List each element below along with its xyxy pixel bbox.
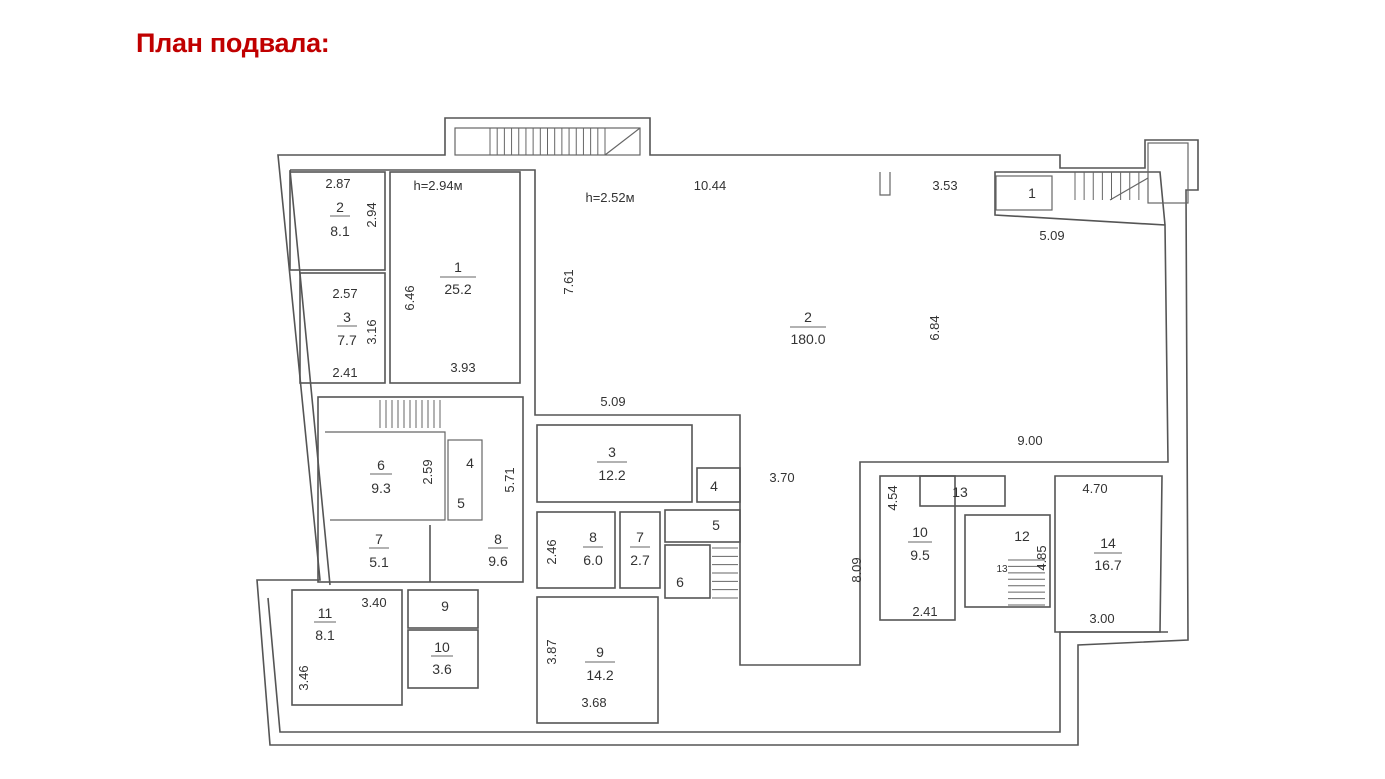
dim-label: 3.93 <box>450 360 475 375</box>
dim-label: 4.70 <box>1082 481 1107 496</box>
dim-label: 3.16 <box>364 319 379 344</box>
dim-label: 10.44 <box>694 178 727 193</box>
room-area: 180.0 <box>790 331 825 347</box>
dim-label: 3.87 <box>544 639 559 664</box>
dim-label: 3.40 <box>361 595 386 610</box>
dim-label: 2.41 <box>912 604 937 619</box>
dim-label: 3.00 <box>1089 611 1114 626</box>
room-number: 3 <box>608 444 616 460</box>
dim-label: 2.94 <box>364 202 379 227</box>
room-area: 2.7 <box>630 552 650 568</box>
room-area: 6.0 <box>583 552 603 568</box>
room-number: 5 <box>457 495 465 511</box>
outer-walls <box>256 117 1199 746</box>
main-block <box>536 172 1053 724</box>
room-number: 13 <box>996 564 1008 575</box>
room-area: 5.1 <box>369 554 389 570</box>
room-number: 9 <box>441 598 449 614</box>
dim-label: 2.59 <box>420 459 435 484</box>
room-number: 1 <box>1028 185 1036 201</box>
dim-label: 3.53 <box>932 178 957 193</box>
room-number: 11 <box>318 605 333 621</box>
room-number: 1 <box>454 259 462 275</box>
dim-label: 3.46 <box>296 665 311 690</box>
room-number: 14 <box>1100 535 1116 551</box>
room-area: 3.6 <box>432 661 452 677</box>
room-number: 2 <box>336 199 344 215</box>
room-area: 8.1 <box>315 627 335 643</box>
left-block <box>289 171 524 706</box>
dim-label: 6.46 <box>402 285 417 310</box>
room-area: 9.3 <box>371 480 391 496</box>
room-area: 8.1 <box>330 223 350 239</box>
room-area: 9.6 <box>488 553 508 569</box>
room-number: 12 <box>1014 528 1030 544</box>
room-area: 9.5 <box>910 547 930 563</box>
dim-label: 2.46 <box>544 539 559 564</box>
room-number: 10 <box>912 524 928 540</box>
dim-label: 4.85 <box>1034 545 1049 570</box>
right-block <box>879 475 1163 633</box>
dim-label: 5.09 <box>600 394 625 409</box>
room-number: 5 <box>712 517 720 533</box>
room-number: 7 <box>375 531 383 547</box>
dim-label: 9.00 <box>1017 433 1042 448</box>
height-label: h=2.52м <box>585 190 634 205</box>
dim-label: 2.87 <box>325 176 350 191</box>
room-number: 8 <box>494 531 502 547</box>
room-number: 8 <box>589 529 597 545</box>
room-number: 4 <box>466 455 474 471</box>
room-area: 16.7 <box>1094 557 1121 573</box>
dim-label: 3.68 <box>581 695 606 710</box>
room-area: 25.2 <box>444 281 471 297</box>
height-label: h=2.94м <box>413 178 462 193</box>
room-number: 6 <box>676 574 684 590</box>
dim-label: 5.09 <box>1039 228 1064 243</box>
room-number: 9 <box>596 644 604 660</box>
dim-label: 3.70 <box>769 470 794 485</box>
room-number: 13 <box>952 484 968 500</box>
room-number: 6 <box>377 457 385 473</box>
room-area: 14.2 <box>586 667 613 683</box>
room-number: 10 <box>434 639 450 655</box>
dim-label: 4.54 <box>885 485 900 510</box>
room-labels: 2.87 2 8.1 2.94 h=2.94м 1 25.2 6.46 3.93… <box>296 176 1122 710</box>
dim-label: 7.61 <box>561 269 576 294</box>
staircase-top <box>454 127 1189 204</box>
dim-label: 2.57 <box>332 286 357 301</box>
room-area: 12.2 <box>598 467 625 483</box>
page-title: План подвала: <box>136 28 330 58</box>
room-number: 3 <box>343 309 351 325</box>
room-number: 4 <box>710 478 718 494</box>
room-number: 2 <box>804 309 812 325</box>
dim-label: 6.84 <box>927 315 942 340</box>
room-area: 7.7 <box>337 332 357 348</box>
room-number: 7 <box>636 529 644 545</box>
dim-label: 2.41 <box>332 365 357 380</box>
dim-label: 8.09 <box>849 557 864 582</box>
dim-label: 5.71 <box>502 467 517 492</box>
